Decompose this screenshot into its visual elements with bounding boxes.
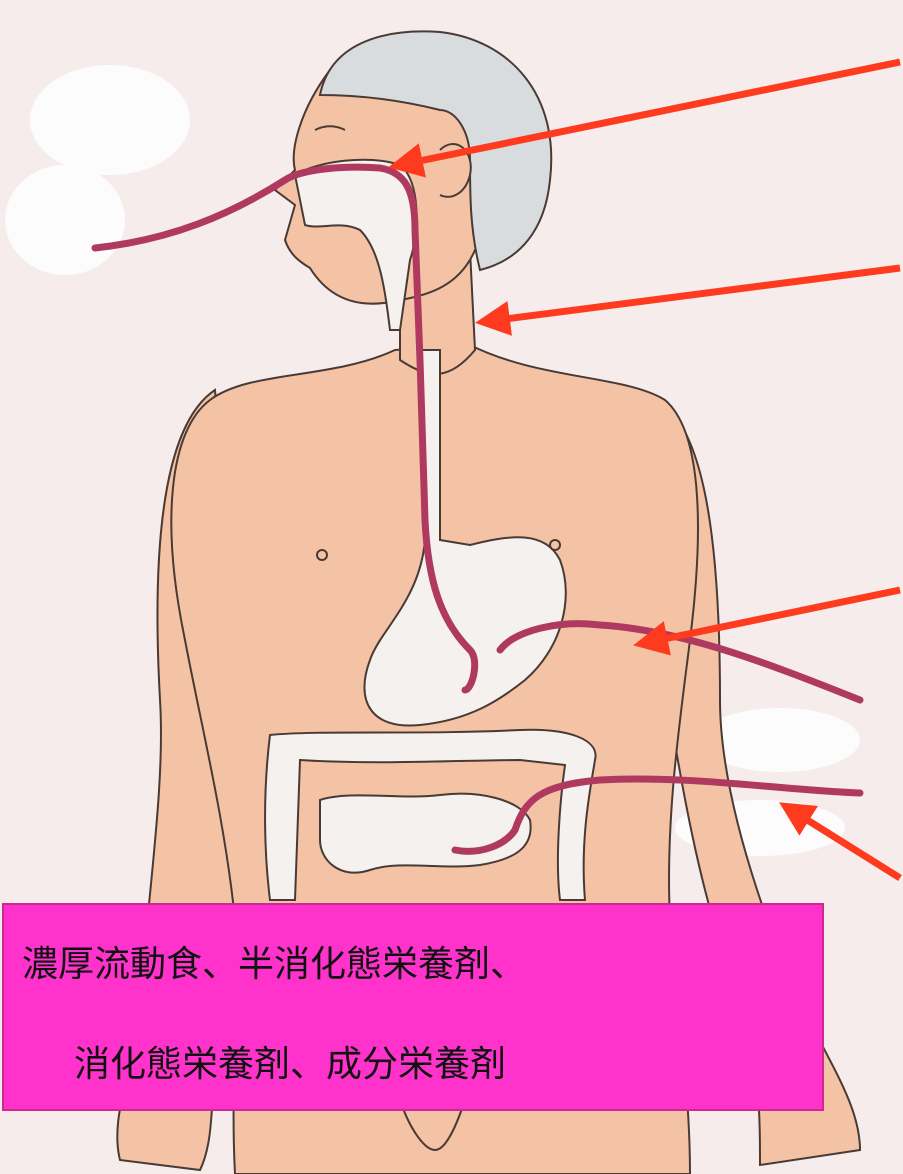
arrow-pharynx: [482, 268, 900, 322]
caption-line-1: 濃厚流動食、半消化態栄養剤、: [22, 935, 840, 987]
caption-line-2: 消化態栄養剤、成分栄養剤: [74, 1035, 892, 1087]
nutrition-types-caption: 濃厚流動食、半消化態栄養剤、 消化態栄養剤、成分栄養剤: [2, 903, 824, 1111]
